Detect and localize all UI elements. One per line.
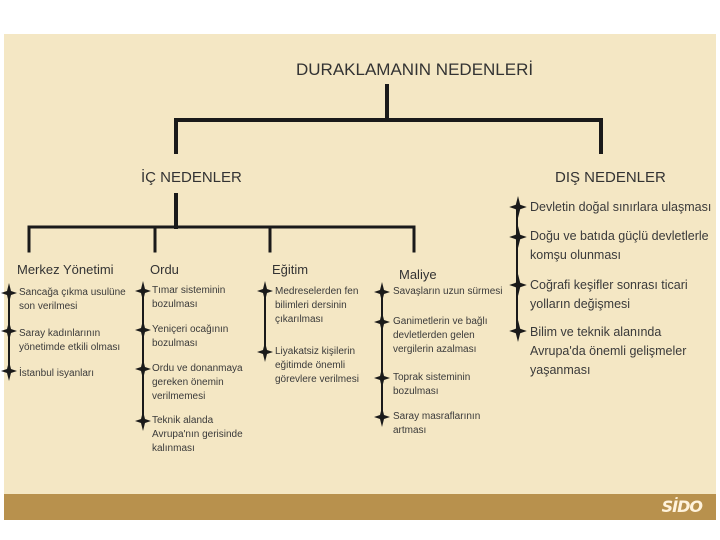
list-item: Yeniçeri ocağının bozulması — [152, 324, 229, 349]
cross-bullet-icon — [257, 342, 273, 362]
list-item: Doğu ve batıda güçlü devletlerle komşu o… — [530, 229, 709, 262]
column-title-merkez: Merkez Yönetimi — [17, 262, 114, 277]
list-item: Coğrafi keşifler sonrası ticari yolların… — [530, 278, 688, 311]
column-title-egitim: Eğitim — [272, 262, 309, 277]
cross-bullet-icon — [135, 320, 151, 340]
list-item: Devletin doğal sınırlara ulaşması — [530, 200, 712, 214]
list-item: Ganimetlerin ve bağlı devletlerden gelen… — [393, 316, 488, 355]
left-group-title: İÇ NEDENLER — [141, 169, 242, 186]
list-item: Saray kadınlarının yönetimde etkili olma… — [19, 328, 121, 353]
list-item: Tımar sisteminin bozulması — [152, 285, 226, 310]
diagram-title: DURAKLAMANIN NEDENLERİ — [296, 60, 534, 79]
footer-bar: SİDO — [4, 494, 716, 520]
list-item: Toprak sisteminin bozulması — [393, 372, 471, 397]
list-item: İstanbul isyanları — [19, 368, 95, 379]
cross-bullet-icon — [374, 312, 390, 332]
list-item: Liyakatsiz kişilerin eğitimde önemli gör… — [275, 346, 359, 385]
cross-bullet-icon — [374, 282, 390, 302]
list-item: Savaşların uzun sürmesi — [393, 286, 503, 297]
list-item: Sancağa çıkma usulüne son verilmesi — [19, 287, 126, 312]
cross-bullet-icon — [509, 196, 527, 218]
list-item: Saray masraflarının artması — [393, 411, 481, 436]
slide-background — [4, 34, 716, 520]
cross-bullet-icon — [509, 320, 527, 342]
cross-bullet-icon — [257, 281, 273, 301]
cross-bullet-icon — [1, 321, 17, 341]
cross-bullet-icon — [374, 407, 390, 427]
column-title-maliye: Maliye — [399, 267, 437, 282]
right-group-title: DIŞ NEDENLER — [555, 169, 666, 186]
list-item: Ordu ve donanmaya gereken önemin verilme… — [152, 363, 243, 402]
list-item: Bilim ve teknik alanında Avrupa'da öneml… — [530, 325, 687, 377]
list-item: Medreselerden fen bilimleri dersinin çık… — [275, 286, 359, 325]
footer-logo: SİDO — [661, 497, 703, 516]
cross-bullet-icon — [509, 274, 527, 296]
cross-bullet-icon — [1, 283, 17, 303]
cross-bullet-icon — [135, 359, 151, 379]
cross-bullet-icon — [374, 368, 390, 388]
cross-bullet-icon — [1, 361, 17, 381]
cross-bullet-icon — [135, 281, 151, 301]
column-title-ordu: Ordu — [150, 262, 179, 277]
list-item: Teknik alanda Avrupa'nın gerisinde kalın… — [152, 415, 243, 454]
cross-bullet-icon — [509, 226, 527, 248]
cross-bullet-icon — [135, 411, 151, 431]
